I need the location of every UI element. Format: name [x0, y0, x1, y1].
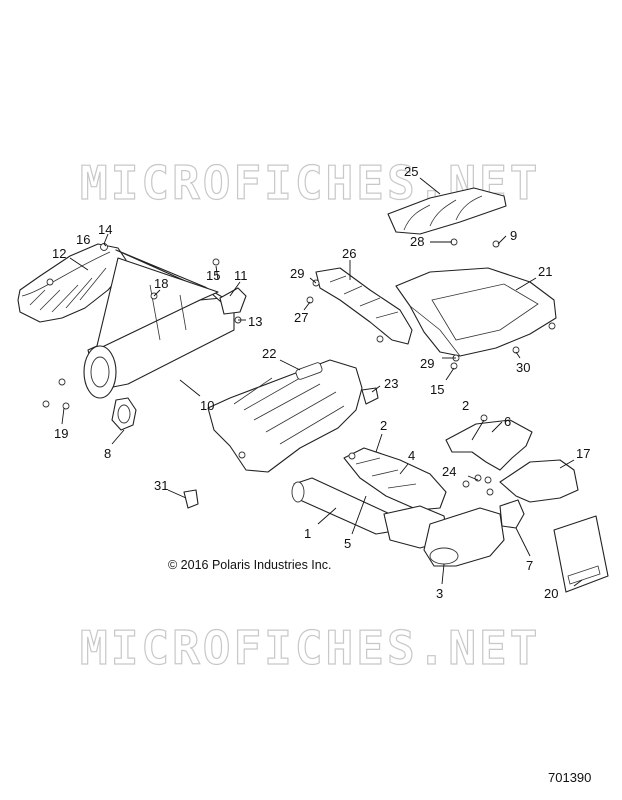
callout-13: 13	[248, 314, 262, 329]
callout-24: 24	[442, 464, 456, 479]
callout-16: 16	[76, 232, 90, 247]
callout-29b: 29	[420, 356, 434, 371]
callout-3: 3	[436, 586, 443, 601]
part-17-shield	[499, 459, 579, 503]
part-6-shield	[445, 419, 533, 471]
callout-14: 14	[98, 222, 112, 237]
callout-1: 1	[304, 526, 311, 541]
callout-5: 5	[344, 536, 351, 551]
callout-2a: 2	[380, 418, 387, 433]
part-3-catalyst	[383, 505, 505, 567]
part-21-pan-shield	[395, 267, 557, 357]
callout-4: 4	[408, 448, 415, 463]
callout-2b: 2	[462, 398, 469, 413]
callout-21: 21	[538, 264, 552, 279]
part-31-sensor	[183, 489, 199, 509]
callout-26: 26	[342, 246, 356, 261]
part-22-heat-shield	[207, 359, 363, 473]
part-25-shield	[387, 187, 507, 235]
part-23-clip	[361, 387, 379, 405]
watermark-top: MICROFICHES.NET	[80, 156, 540, 210]
callout-15b: 15	[430, 382, 444, 397]
callout-23: 23	[384, 376, 398, 391]
callout-18: 18	[154, 276, 168, 291]
part-26-shield	[315, 267, 413, 345]
callout-6: 6	[504, 414, 511, 429]
part-4-shield	[343, 447, 447, 511]
leader-lines	[61, 177, 583, 587]
callout-labels: 1 2 2 3 4 5 6 7 8 9 10 11 12 13 14 15 15…	[52, 164, 590, 601]
part-10-muffler	[83, 249, 235, 399]
callout-31: 31	[154, 478, 168, 493]
callout-28: 28	[410, 234, 424, 249]
part-8-gasket	[111, 397, 137, 431]
callout-25: 25	[404, 164, 418, 179]
callout-29a: 29	[290, 266, 304, 281]
callout-11: 11	[234, 268, 248, 283]
part-20-plate	[553, 515, 609, 593]
callout-20: 20	[544, 586, 558, 601]
part-7-gasket	[499, 499, 525, 529]
callout-30: 30	[516, 360, 530, 375]
callout-22: 22	[262, 346, 276, 361]
callout-17: 17	[576, 446, 590, 461]
document-number: 701390	[548, 770, 591, 785]
callout-12: 12	[52, 246, 66, 261]
callout-8: 8	[104, 446, 111, 461]
watermark-bottom: MICROFICHES.NET	[80, 621, 540, 675]
callout-10: 10	[200, 398, 214, 413]
callout-9: 9	[510, 228, 517, 243]
part-1-pipe	[291, 477, 391, 535]
callout-7: 7	[526, 558, 533, 573]
part-12-heat-shield	[17, 243, 127, 323]
callout-27: 27	[294, 310, 308, 325]
callout-19: 19	[54, 426, 68, 441]
callout-15a: 15	[206, 268, 220, 283]
copyright-notice: © 2016 Polaris Industries Inc.	[168, 558, 331, 572]
